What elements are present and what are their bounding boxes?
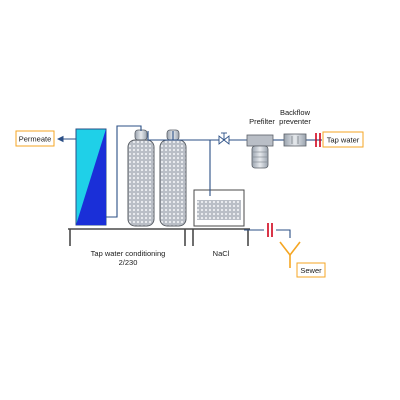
permeate-label: Permeate — [15, 130, 55, 147]
equipment-stand — [68, 228, 250, 246]
softener-vessel-right — [159, 129, 187, 227]
softener-vessel-left — [127, 129, 155, 227]
sewer-drain-icon — [279, 241, 301, 268]
nacl-brine-tank — [193, 189, 245, 227]
svg-text:Permeate: Permeate — [19, 135, 52, 144]
nacl-label: NaCl — [213, 249, 230, 258]
sewer-label: Sewer — [296, 262, 326, 278]
svg-text:Tap water: Tap water — [327, 136, 360, 145]
backflow-label-line1: Backflow — [280, 108, 311, 117]
svg-text:Sewer: Sewer — [300, 266, 322, 275]
prefilter-label: Prefilter — [249, 117, 275, 126]
conditioning-label-line1: Tap water conditioning — [91, 249, 166, 258]
conditioning-label-line2: 2/230 — [119, 258, 138, 267]
piping — [56, 125, 322, 238]
tap-water-label: Tap water — [322, 131, 364, 148]
inlet-valve — [218, 132, 230, 145]
backflow-label-line2: preventer — [279, 117, 311, 126]
backflow-preventer — [283, 133, 307, 147]
tap-water-connection-flange — [315, 133, 321, 147]
prefilter — [246, 134, 274, 169]
sewer-connection-flange — [267, 223, 273, 237]
membrane-module — [75, 128, 107, 226]
